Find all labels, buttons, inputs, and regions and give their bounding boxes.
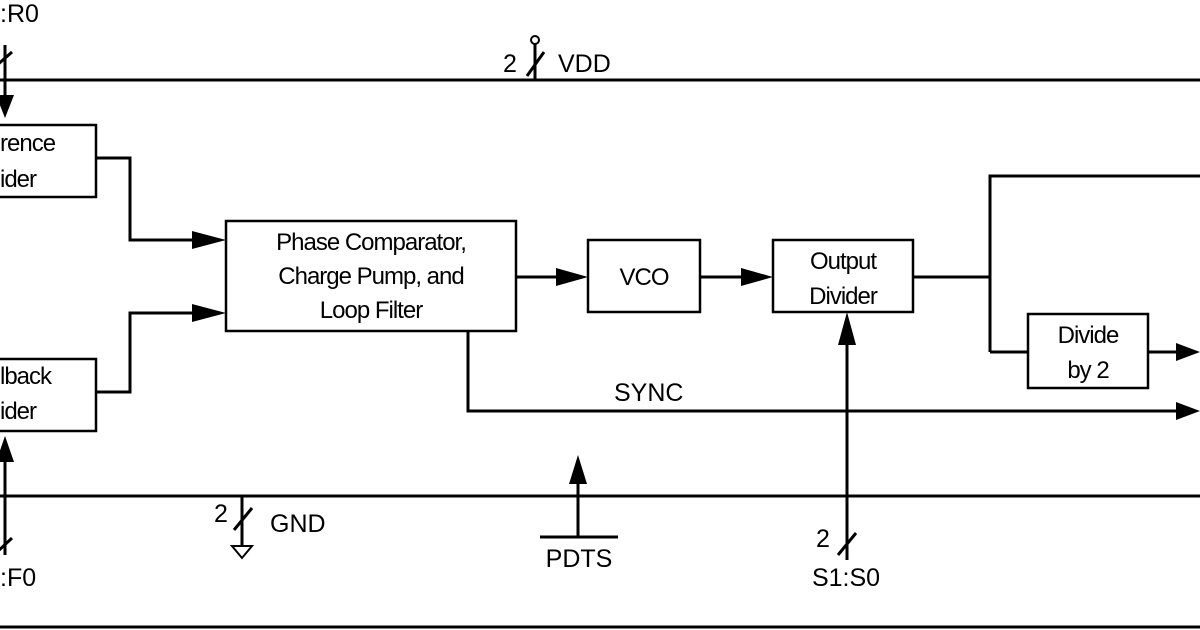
select-arrow [838, 312, 856, 345]
reference-divider-label-1: rence [0, 130, 56, 157]
vdd-label: VDD [558, 50, 611, 78]
phase-comparator-label-3: Loop Filter [320, 297, 423, 324]
feedback-divider-label-1: lback [0, 363, 53, 390]
reference-divider-label-2: ider [0, 166, 37, 193]
vdd-terminal [530, 35, 540, 45]
phase-comparator-label-1: Phase Comparator, [276, 229, 466, 256]
vco-label: VCO [619, 264, 668, 291]
r-input-arrow [0, 95, 14, 118]
phase-comparator-label-2: Charge Pump, and [278, 263, 463, 290]
f-bus-slash [0, 536, 14, 552]
divide-by-2-output-arrow [1176, 343, 1200, 361]
r-bus-slash [0, 50, 13, 65]
divide-by-2-label-2: by 2 [1067, 357, 1109, 384]
ref-to-pfd-wire [96, 156, 195, 242]
sync-label: SYNC [614, 379, 683, 407]
fb-to-pfd-wire [96, 311, 195, 394]
vdd-bus-slash [525, 51, 546, 77]
f-input-arrow [0, 436, 14, 462]
sync-arrow [1176, 402, 1200, 420]
f-input-label: :F0 [0, 564, 36, 592]
pdts-label: PDTS [546, 545, 613, 573]
gnd-label: GND [270, 510, 326, 538]
vco-to-outdiv-arrow [741, 268, 773, 286]
ref-to-pfd-arrow [192, 231, 226, 249]
select-count: 2 [816, 525, 830, 553]
reference-divider-block [0, 123, 98, 199]
gnd-bus-slash [232, 507, 254, 531]
output-upper-branch [988, 174, 1200, 352]
divide-by-2-block [1026, 312, 1150, 390]
pfd-to-vco-arrow [556, 268, 588, 286]
vdd-count: 2 [503, 50, 517, 78]
select-bus-slash [836, 532, 858, 556]
feedback-divider-block [0, 357, 98, 433]
gnd-symbol [229, 545, 255, 560]
gnd-count: 2 [214, 500, 228, 528]
phase-comparator-block [224, 219, 518, 333]
divide-by-2-label-1: Divide [1058, 322, 1119, 349]
output-divider-label-1: Output [810, 248, 877, 275]
output-divider-block [771, 238, 915, 314]
pdts-arrow [569, 455, 587, 484]
r-input-label: :R0 [0, 0, 39, 28]
fb-to-pfd-arrow [192, 304, 226, 322]
output-divider-label-2: Divider [809, 283, 878, 310]
select-label: S1:S0 [812, 564, 880, 592]
sync-wire [466, 331, 1180, 413]
feedback-divider-label-2: ider [0, 398, 37, 425]
